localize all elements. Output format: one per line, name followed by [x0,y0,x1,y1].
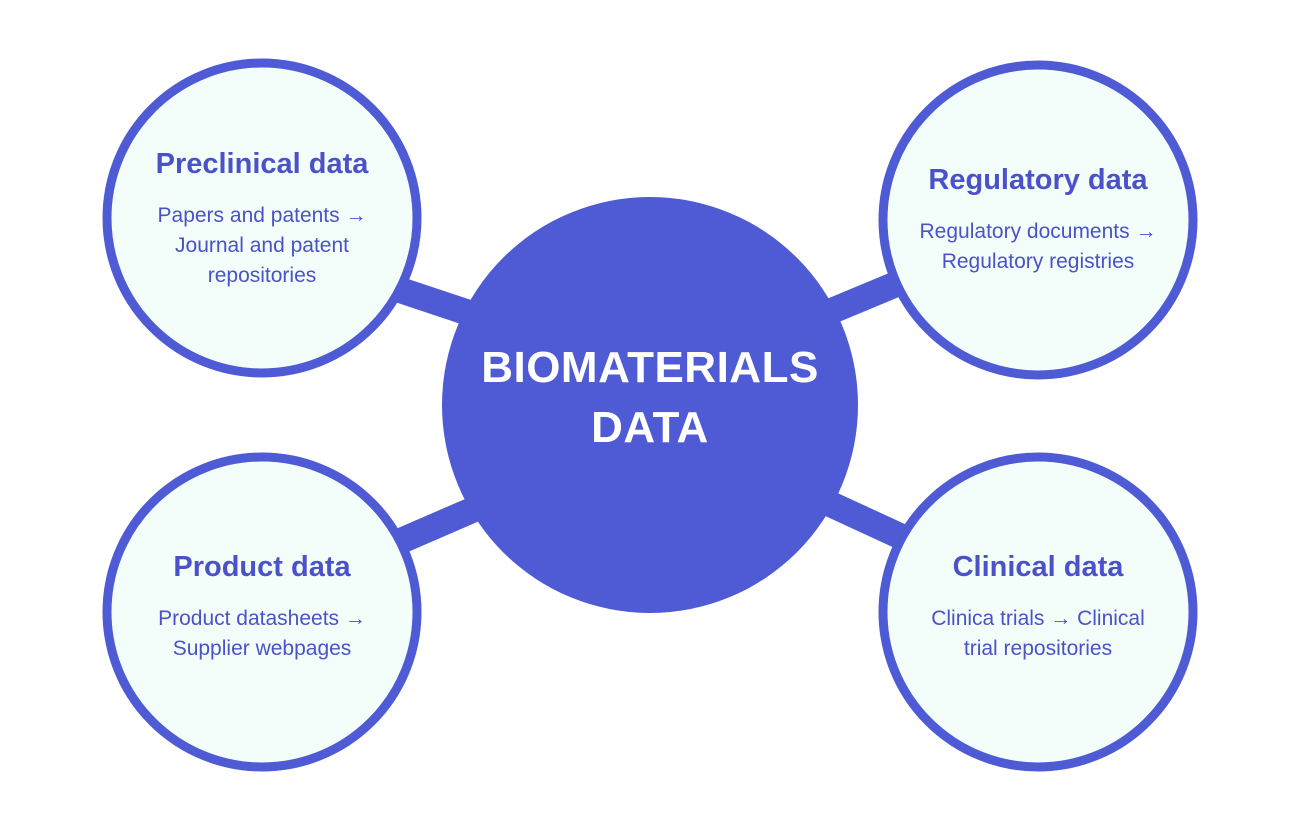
node-preclinical-desc: Papers and patents → Journal and patent … [157,204,367,287]
node-clinical-title: Clinical data [952,551,1124,583]
center-hub-line1: BIOMATERIALS [481,343,819,392]
center-hub-line2: DATA [591,403,709,452]
center-hub-label: BIOMATERIALS DATA [450,338,850,458]
node-clinical-circle [878,452,1198,772]
node-regulatory-desc: Regulatory documents → Regulatory regist… [919,220,1157,273]
node-product: Product data Product datasheets → Suppli… [132,550,392,664]
node-regulatory-circle [878,60,1198,380]
node-clinical: Clinical data Clinica trials → Clinical … [913,550,1163,664]
center-hub-circle [442,197,858,613]
node-regulatory: Regulatory data Regulatory documents → R… [893,163,1183,277]
node-preclinical-circle [102,58,422,378]
node-product-desc: Product datasheets → Supplier webpages [158,607,366,660]
node-product-title: Product data [173,551,351,583]
node-regulatory-title: Regulatory data [928,164,1148,196]
node-clinical-desc: Clinica trials → Clinical trial reposito… [931,607,1145,660]
node-preclinical-title: Preclinical data [155,148,369,180]
node-product-circle [102,452,422,772]
node-preclinical: Preclinical data Papers and patents → Jo… [137,147,387,291]
